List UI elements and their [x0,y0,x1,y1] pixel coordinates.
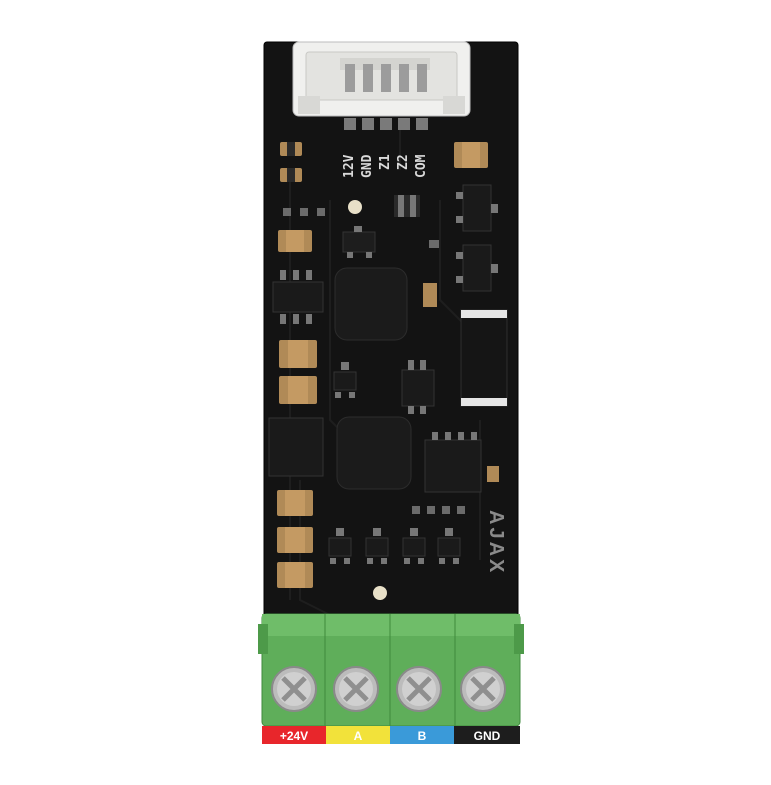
terminal-label-bg-a [326,726,390,744]
terminal-screw-4 [460,666,506,712]
silk-label-com: COM [414,154,429,178]
terminal-label-bg-b [390,726,454,744]
terminal-label-a: A [354,729,363,743]
silk-label-z2: Z2 [396,154,411,170]
terminal-screw-2 [333,666,379,712]
ajax-logo: AJAX [485,510,507,575]
terminal-label-b: B [418,729,427,743]
terminal-labels: +24V A B GND [262,726,520,744]
silk-label-z1: Z1 [378,154,393,170]
silk-label-gnd: GND [360,154,375,178]
top-connector [292,41,471,130]
terminal-label-24v: +24V [280,729,308,743]
terminal-label-gnd: GND [474,729,501,743]
smd-components [268,142,508,600]
terminal-block [258,613,524,727]
terminal-screw-3 [396,666,442,712]
terminal-label-bg-gnd [454,726,520,744]
terminal-label-bg-24v [262,726,326,744]
terminal-screw-1 [271,666,317,712]
silk-label-12v: 12V [342,154,357,178]
silkscreen-labels: 12V GND Z1 Z2 COM [342,154,429,178]
